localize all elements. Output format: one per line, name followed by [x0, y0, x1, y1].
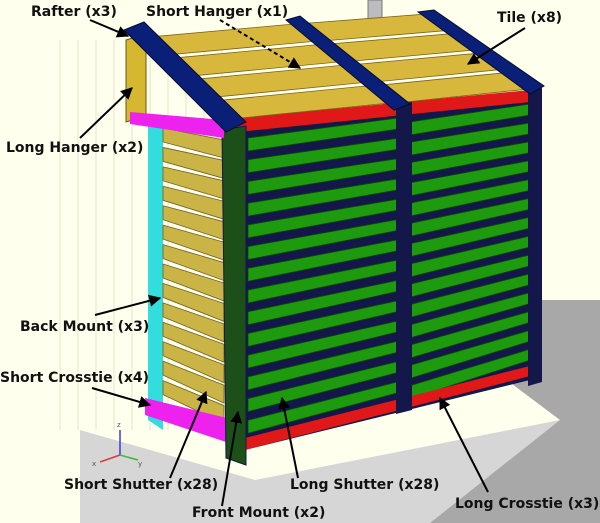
axis-z-label: z	[117, 421, 121, 429]
short-shutter	[162, 302, 225, 343]
label-short-hanger: Short Hanger (x1)	[146, 4, 289, 20]
short-crosstie-bottom	[145, 398, 235, 445]
arrow-long-crosstie	[439, 396, 489, 493]
arrow-back-mount	[94, 294, 162, 316]
red-strip-top	[238, 90, 530, 132]
floor-shadow	[400, 300, 600, 523]
axis-icon: z x y	[92, 421, 142, 468]
arrow-rafter	[89, 19, 130, 38]
arrow-short-hanger	[219, 19, 302, 69]
short-shutter	[162, 360, 225, 404]
front-mount-left	[221, 125, 247, 466]
short-shutter	[162, 321, 225, 363]
long-crosstie-right	[528, 88, 542, 386]
short-shutter	[162, 341, 225, 384]
axis-y-line	[119, 454, 139, 461]
label-back-mount: Back Mount (x3)	[20, 319, 150, 335]
axis-x-line	[99, 454, 121, 463]
label-short-shutter: Short Shutter (x28)	[64, 477, 219, 493]
arrow-long-shutter	[278, 396, 299, 479]
arrow-tile	[466, 27, 526, 65]
label-short-crosstie: Short Crosstie (x4)	[0, 370, 150, 386]
label-front-mount: Front Mount (x2)	[192, 505, 326, 521]
label-rafter: Rafter (x3)	[31, 4, 117, 20]
back-side	[145, 120, 235, 445]
rafter-1	[123, 21, 247, 133]
back-mount-left	[148, 120, 163, 430]
label-tile: Tile (x8)	[497, 10, 563, 26]
label-long-crosstie: Long Crosstie (x3)	[455, 496, 600, 512]
long-crosstie-mid	[396, 102, 412, 414]
label-long-hanger: Long Hanger (x2)	[6, 140, 144, 156]
axis-y-label: y	[138, 460, 142, 468]
red-strip-bottom	[245, 366, 530, 450]
long-hanger-bar	[130, 112, 224, 138]
axis-x-label: x	[92, 460, 96, 468]
short-shutter-stack	[162, 127, 225, 425]
roof	[123, 9, 545, 138]
arrow-short-crosstie	[91, 387, 152, 408]
label-long-shutter: Long Shutter (x28)	[290, 477, 440, 493]
leader-arrows	[79, 19, 526, 507]
rafter-2	[284, 15, 411, 111]
rafter-3	[416, 9, 545, 95]
arrow-front-mount	[221, 410, 243, 507]
arrow-short-shutter	[169, 390, 208, 479]
floor-plane	[80, 300, 600, 523]
arrow-long-hanger	[79, 87, 133, 139]
